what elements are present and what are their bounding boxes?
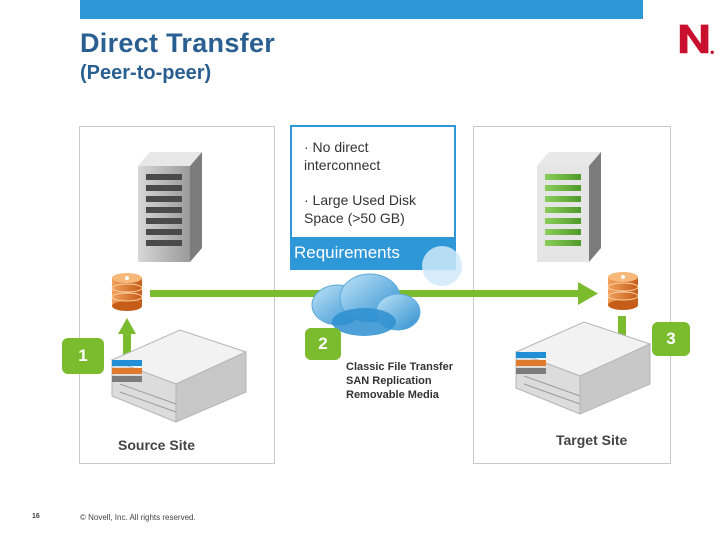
server-tower-icon bbox=[537, 152, 601, 262]
target-site-label: Target Site bbox=[556, 432, 628, 448]
transfer-method: Removable Media bbox=[346, 389, 439, 401]
source-site-label: Source Site bbox=[118, 437, 196, 453]
disk-stack-icon bbox=[607, 272, 639, 310]
novell-logo-icon bbox=[679, 24, 714, 54]
transfer-method: SAN Replication bbox=[346, 375, 432, 387]
storage-array-icon bbox=[110, 329, 248, 423]
step-badge-1: 1 bbox=[62, 338, 104, 374]
copyright-notice: © Novell, Inc. All rights reserved. bbox=[80, 513, 196, 522]
requirements-label: Requirements bbox=[294, 243, 400, 262]
page-number: 16 bbox=[32, 513, 40, 520]
server-tower-icon bbox=[138, 152, 202, 262]
title-bar-accent bbox=[80, 0, 643, 19]
slide-title: Direct Transfer bbox=[80, 28, 276, 58]
disk-stack-icon bbox=[111, 273, 143, 311]
step-badge-2: 2 bbox=[305, 328, 341, 360]
requirement-item: · No direct interconnect bbox=[304, 139, 381, 173]
transfer-method: Classic File Transfer bbox=[346, 361, 453, 373]
cloud-icon bbox=[311, 273, 421, 336]
requirement-item: · Large Used Disk Space (>50 GB) bbox=[304, 192, 417, 226]
up-arrow bbox=[118, 318, 136, 357]
highlight-glow bbox=[422, 246, 462, 286]
storage-array-icon bbox=[514, 321, 652, 415]
step-badge-3: 3 bbox=[652, 322, 690, 356]
slide-subtitle: (Peer-to-peer) bbox=[80, 62, 212, 84]
